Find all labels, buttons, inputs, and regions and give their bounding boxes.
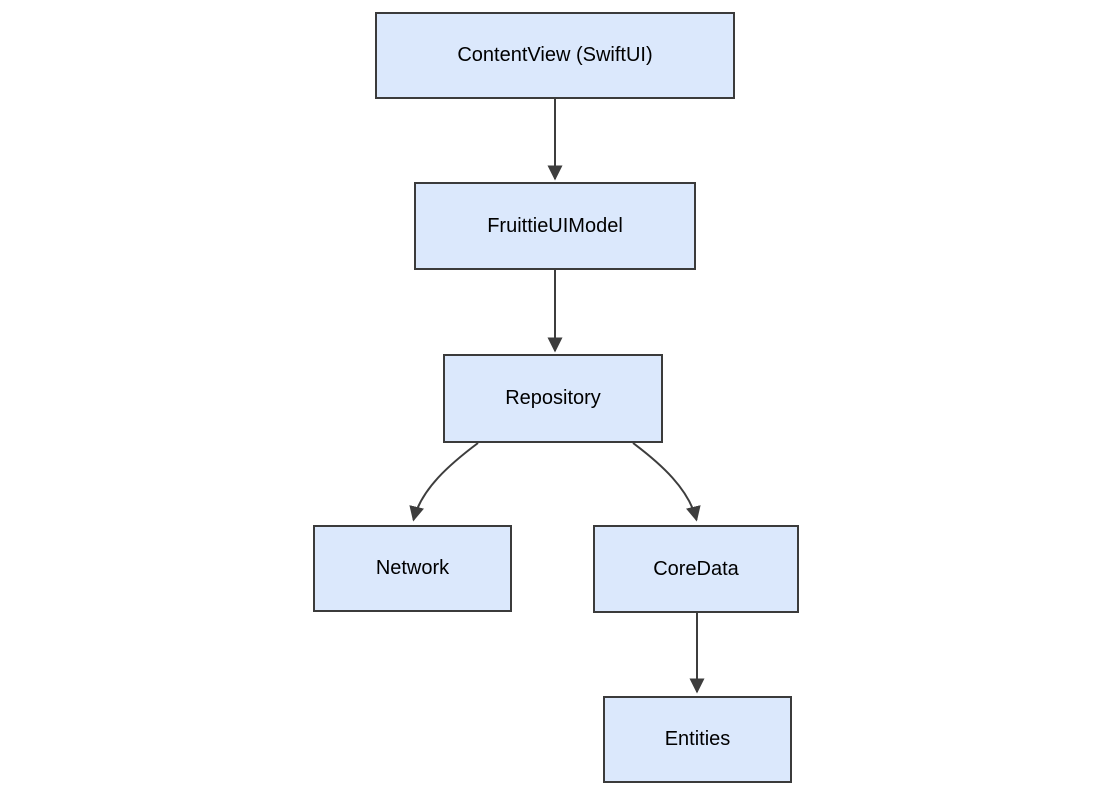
edge-repository-to-network [409, 442, 479, 522]
node-fruittieuimodel-label: FruittieUIModel [487, 214, 623, 237]
node-repository: Repository [443, 354, 663, 443]
node-entities-label: Entities [664, 728, 731, 750]
node-contentview-label: ContentView (SwiftUI) [457, 44, 653, 66]
node-fruittieuimodel: FruittieUIModel [414, 182, 696, 270]
node-network: Network [313, 525, 512, 612]
node-repository-label: Repository [505, 387, 601, 409]
node-entities: Entities [603, 696, 792, 783]
node-coredata-label: CoreData [653, 557, 739, 580]
node-network-label: Network [375, 557, 450, 579]
edge-repository-to-coredata [632, 442, 701, 522]
node-contentview: ContentView (SwiftUI) [375, 12, 735, 99]
node-coredata: CoreData [593, 525, 799, 613]
